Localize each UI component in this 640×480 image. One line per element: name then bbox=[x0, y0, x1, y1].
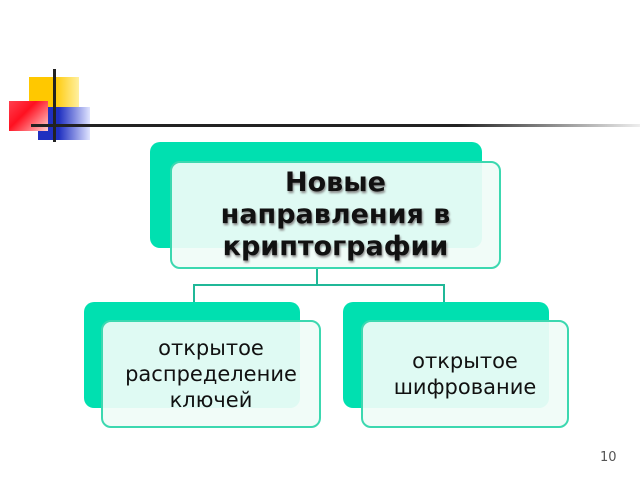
page-number: 10 bbox=[600, 450, 617, 465]
child-box-key-distribution: открытое распределение ключей bbox=[101, 320, 321, 428]
connector bbox=[316, 269, 318, 285]
vertical-rule bbox=[53, 69, 56, 142]
child-label: открытое распределение ключей bbox=[125, 336, 297, 412]
connector bbox=[193, 284, 195, 302]
connector bbox=[193, 284, 445, 286]
horizontal-rule bbox=[31, 124, 640, 127]
child-box-encryption: открытое шифрование bbox=[361, 320, 569, 428]
connector bbox=[443, 284, 445, 302]
root-label: Новые направления в криптографии bbox=[220, 167, 451, 262]
child-label: открытое шифрование bbox=[393, 349, 537, 399]
root-box: Новые направления в криптографии bbox=[170, 161, 501, 269]
